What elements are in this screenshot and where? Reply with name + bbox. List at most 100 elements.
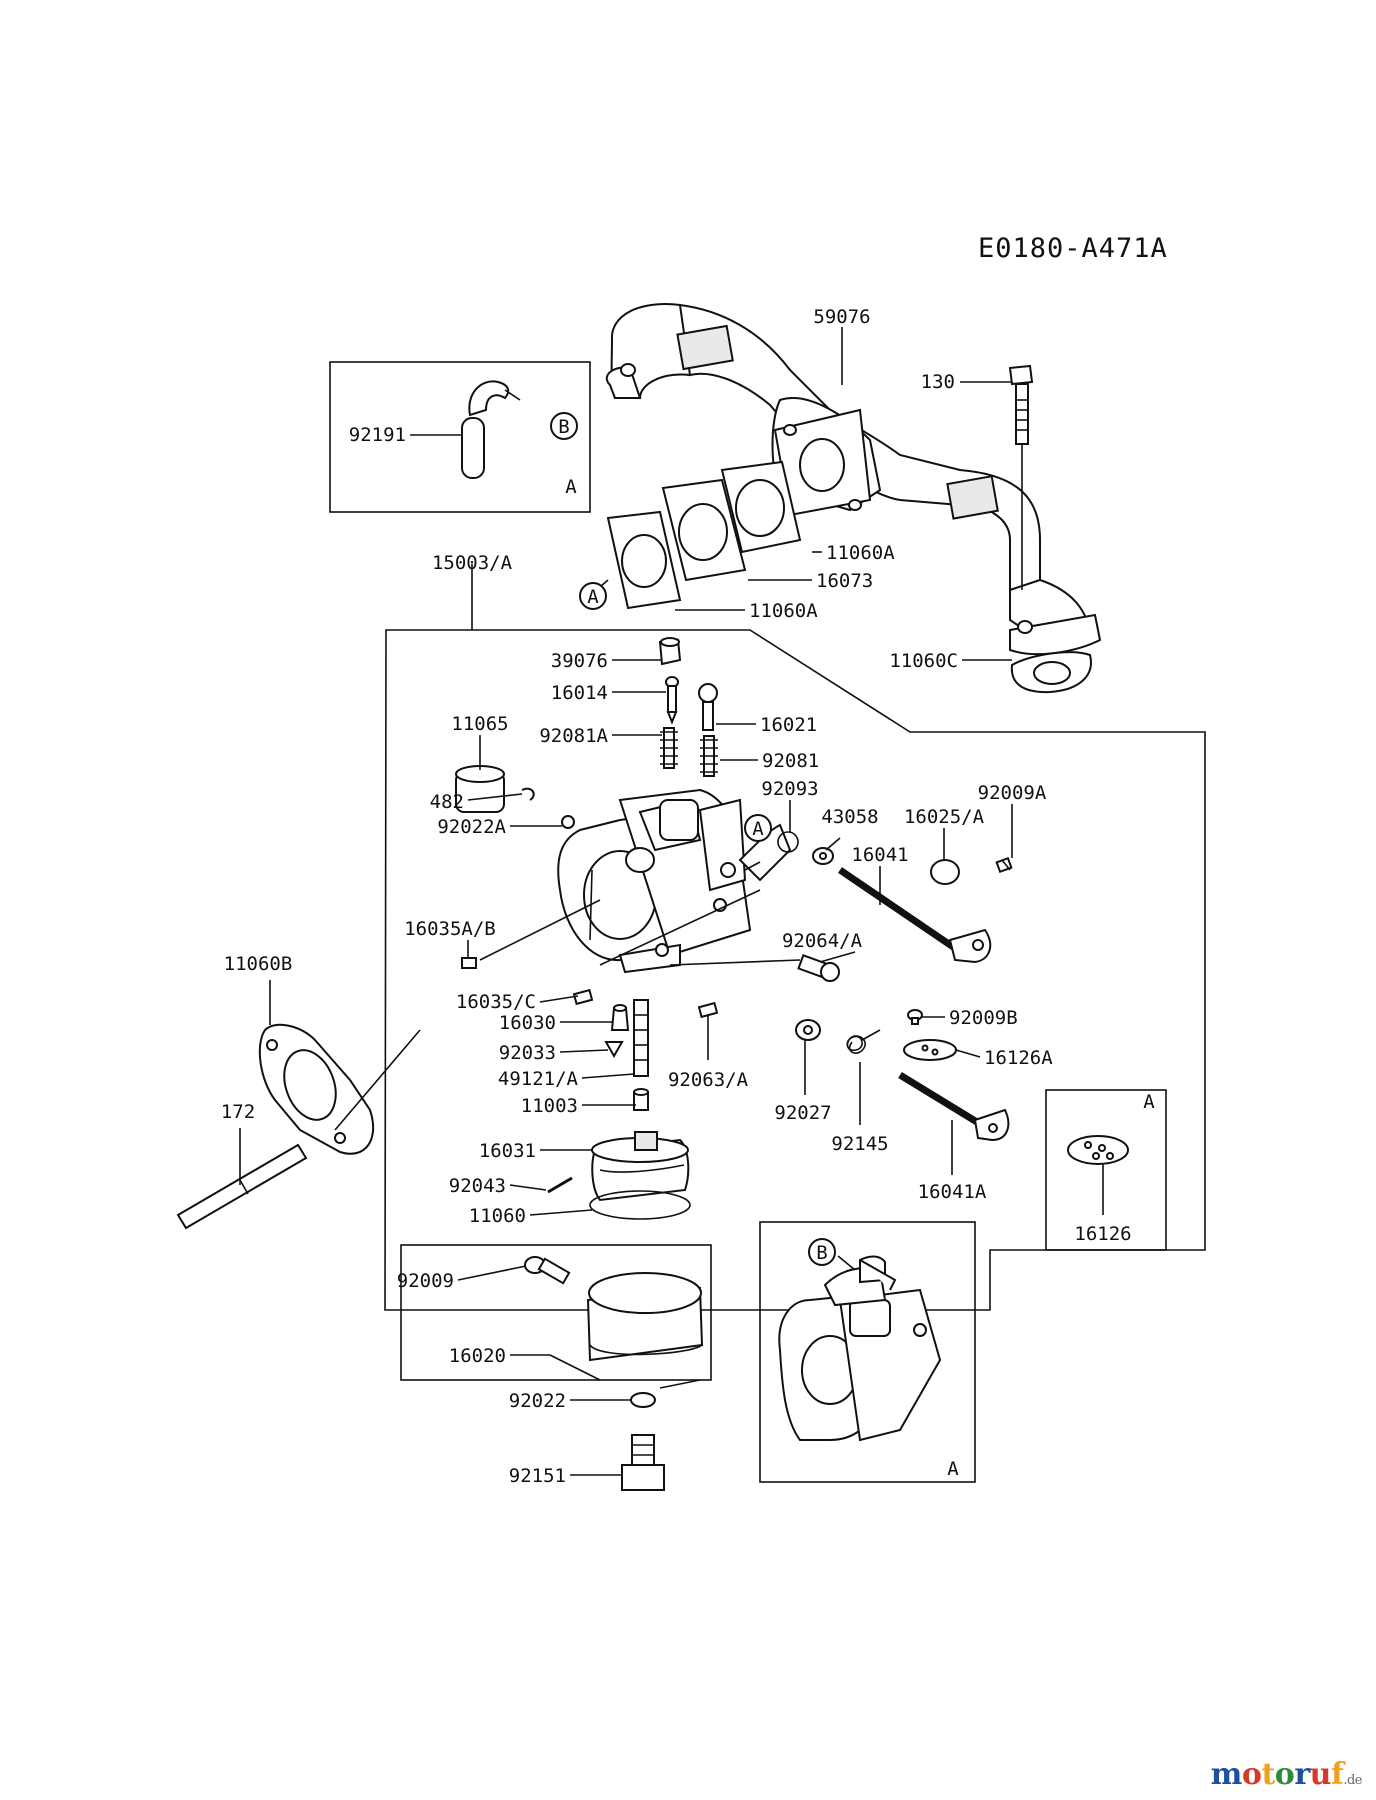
float-bowl-16020: [586, 1272, 704, 1362]
label-16126: 16126: [1074, 1223, 1131, 1245]
label-16126a: 16126A: [984, 1047, 1053, 1069]
gasket-11060b: [258, 1023, 375, 1155]
carburetor-body: [557, 788, 792, 974]
spring-92081a: [660, 727, 678, 769]
label-92009b: 92009B: [949, 1007, 1018, 1029]
watermark-suffix: .de: [1343, 1773, 1362, 1788]
intake-manifold: [605, 303, 1102, 656]
washer-92027: [795, 1019, 821, 1041]
label-92064a: 92064/A: [782, 930, 863, 952]
callout-b-inset: B: [808, 1238, 836, 1266]
label-39076: 39076: [551, 650, 608, 672]
insulator-16073: [661, 478, 747, 582]
drain-screw-92009: [524, 1256, 571, 1285]
bolt-130: [1008, 364, 1034, 590]
inset-label-a-carb: A: [947, 1458, 959, 1480]
bolt-92151: [621, 1434, 665, 1491]
part-labels: 59076 130 92191 11060A 16073 11060A 1500…: [221, 306, 1132, 1487]
float-16031: [591, 1131, 690, 1202]
diagram-code: E0180-A471A: [978, 233, 1168, 264]
label-16035ab: 16035A/B: [404, 918, 496, 940]
callout-a-gasket: A: [579, 582, 607, 610]
label-92033: 92033: [499, 1042, 556, 1064]
label-11060a-1: 11060A: [826, 542, 895, 564]
label-92093: 92093: [761, 778, 818, 800]
throttle-valve-16126: [1067, 1135, 1129, 1165]
screw-92009a: [995, 856, 1013, 874]
label-92022a: 92022A: [437, 816, 506, 838]
callout-a-carb: A: [744, 814, 772, 842]
washer-92022a: [561, 815, 575, 829]
svg-text:B: B: [558, 416, 569, 438]
label-16014: 16014: [551, 682, 608, 704]
label-92081a: 92081A: [539, 725, 608, 747]
main-jet-16030: [610, 1004, 630, 1031]
pilot-screw-16014: [665, 676, 679, 725]
needle-valve-11003: [633, 1088, 649, 1111]
inset-label-a-right: A: [1143, 1091, 1155, 1113]
choke-shaft-16041: [838, 867, 992, 964]
label-16035c: 16035/C: [456, 991, 536, 1013]
nozzle-49121a: [633, 999, 649, 1077]
label-16025a: 16025/A: [904, 806, 985, 828]
inset-box-a-carb: [759, 1221, 976, 1483]
circlip-482: [521, 787, 535, 801]
pilot-screw-16035ab: [461, 957, 477, 969]
label-16073: 16073: [816, 570, 873, 592]
float-bowl-box: [400, 1244, 712, 1381]
gasket-11060: [589, 1190, 691, 1220]
label-92145: 92145: [831, 1133, 888, 1155]
label-92191: 92191: [349, 424, 406, 446]
label-16031: 16031: [479, 1140, 536, 1162]
screw-92063a: [697, 1001, 719, 1019]
label-172: 172: [221, 1101, 255, 1123]
label-92009: 92009: [397, 1270, 454, 1292]
inset-label-a-top: A: [565, 476, 577, 498]
screw-16035c: [572, 988, 594, 1006]
gasket-11060a-outer: [720, 460, 802, 554]
throttle-valve-16126a: [903, 1039, 957, 1061]
watermark-logo: motoruf.de: [1211, 1757, 1363, 1792]
label-11060b: 11060B: [224, 953, 293, 975]
label-92043: 92043: [449, 1175, 506, 1197]
label-92009a: 92009A: [978, 782, 1047, 804]
label-130: 130: [921, 371, 955, 393]
label-11060a-2: 11060A: [749, 600, 818, 622]
inset-box-a-right: [1045, 1089, 1167, 1251]
label-49121a: 49121/A: [498, 1068, 579, 1090]
callout-b-top: B: [550, 412, 578, 440]
o-ring-92093: [777, 831, 799, 853]
label-16030: 16030: [499, 1012, 556, 1034]
gasket-11060c: [1010, 651, 1092, 694]
spring-92145: [846, 1029, 881, 1054]
seal-43058: [812, 847, 834, 865]
throttle-stop-screw-16021: [698, 683, 718, 731]
svg-text:B: B: [816, 1242, 827, 1264]
throttle-shaft-16041a: [898, 1072, 1010, 1142]
svg-text:A: A: [752, 818, 764, 840]
label-16041a: 16041A: [918, 1181, 987, 1203]
label-16021: 16021: [760, 714, 817, 736]
choke-valve-16025: [930, 859, 960, 885]
emulsion-tube-92033: [604, 1041, 624, 1059]
label-15003a: 15003/A: [432, 552, 513, 574]
label-92027: 92027: [774, 1102, 831, 1124]
svg-text:A: A: [587, 586, 599, 608]
inset-box-a-top: [329, 361, 591, 513]
label-43058: 43058: [821, 806, 878, 828]
label-92151: 92151: [509, 1465, 566, 1487]
label-16041: 16041: [851, 844, 908, 866]
spring-92081: [700, 735, 718, 777]
label-11060: 11060: [469, 1205, 526, 1227]
screw-92009b: [907, 1009, 923, 1025]
label-11060c: 11060C: [889, 650, 958, 672]
cap-39076: [658, 637, 682, 666]
label-92022: 92022: [509, 1390, 566, 1412]
label-16020: 16020: [449, 1345, 506, 1367]
carburetor-assembly-inset: [778, 1255, 942, 1442]
stud-172: [176, 1143, 308, 1230]
label-92081: 92081: [762, 750, 819, 772]
leader-lines: [239, 327, 1104, 1476]
